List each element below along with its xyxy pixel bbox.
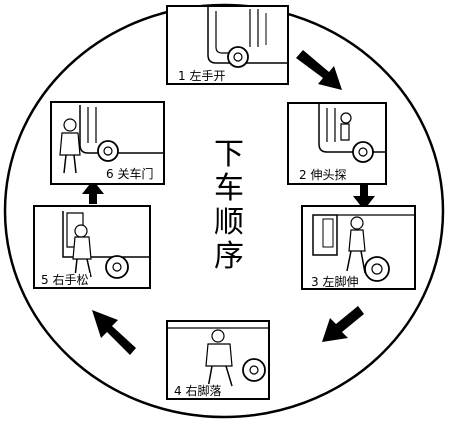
step-number: 3 — [311, 275, 319, 289]
step-panel-6: 6 关车门 — [50, 101, 165, 185]
step-panel-1: 1 左手开 — [166, 5, 289, 85]
diagram-title: 下 车 顺 序 — [212, 138, 246, 274]
person-icon — [168, 327, 268, 389]
arrow-icon — [92, 310, 136, 355]
step-number: 1 — [178, 69, 186, 83]
step-caption: 4 右脚落 — [172, 384, 224, 398]
step-caption: 6 关车门 — [104, 167, 156, 181]
step-panel-2: 2 伸头探 — [287, 102, 387, 185]
title-char: 下 — [214, 137, 244, 172]
step-caption: 1 左手开 — [176, 69, 228, 83]
step-label: 左脚伸 — [322, 275, 359, 289]
person-icon — [312, 214, 414, 282]
title-char: 序 — [214, 239, 244, 274]
vehicle-door-icon — [207, 7, 287, 68]
arrow-icon — [296, 50, 342, 90]
step-label: 伸头探 — [310, 168, 347, 182]
arrow-icon — [322, 306, 364, 342]
step-number: 6 — [106, 167, 114, 181]
step-label: 右手松 — [52, 273, 89, 287]
step-label: 右脚落 — [185, 384, 222, 398]
step-caption: 5 右手松 — [39, 273, 91, 287]
arrow-icon — [353, 184, 375, 210]
person-icon — [62, 211, 149, 279]
arrow-icon — [82, 180, 104, 204]
step-number: 4 — [174, 384, 182, 398]
step-caption: 2 伸头探 — [297, 168, 349, 182]
step-caption: 3 左脚伸 — [309, 275, 361, 289]
step-label: 关车门 — [117, 167, 154, 181]
title-char: 车 — [214, 171, 244, 206]
title-char: 顺 — [214, 205, 244, 240]
step-panel-5: 5 右手松 — [33, 205, 151, 289]
step-panel-3: 3 左脚伸 — [301, 205, 416, 290]
step-panel-4: 4 右脚落 — [166, 320, 270, 400]
person-icon — [318, 104, 385, 163]
step-number: 5 — [41, 273, 49, 287]
step-label: 左手开 — [189, 69, 226, 83]
step-number: 2 — [299, 168, 307, 182]
person-icon — [59, 105, 163, 174]
